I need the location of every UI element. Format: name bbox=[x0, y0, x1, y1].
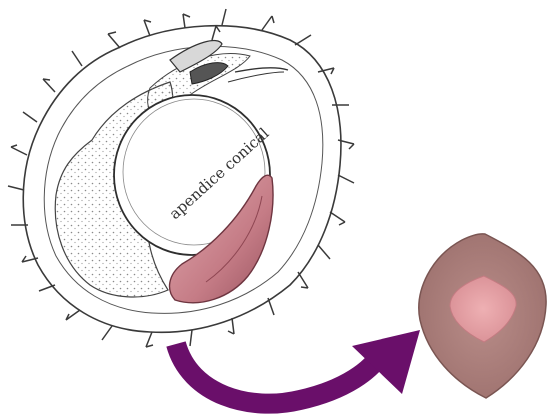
cross-section bbox=[419, 234, 546, 398]
arrow-shaft bbox=[176, 344, 382, 404]
curved-arrow bbox=[176, 330, 420, 404]
